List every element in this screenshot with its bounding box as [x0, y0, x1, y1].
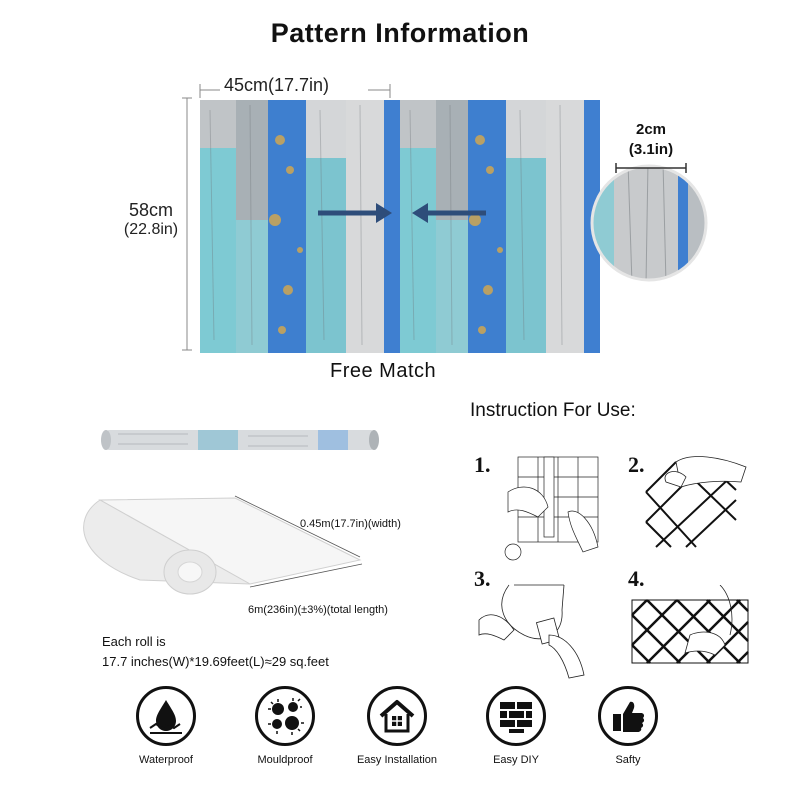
feature-mouldproof: Mouldproof [225, 686, 345, 766]
roll-length-label: 6m(236in)(±3%)(total length) [248, 604, 388, 616]
feature-label-mouldproof: Mouldproof [257, 754, 313, 766]
roll-size-line1: Each roll is [102, 634, 166, 649]
wood-pattern-panel-left [200, 100, 400, 353]
feature-easy-installation: Easy Installation [337, 686, 457, 766]
height-label-cm: 58cm [128, 200, 173, 220]
step-4-number: 4. [628, 566, 645, 591]
roll-size-text: Each roll is 17.7 inches(W)*19.69feet(L)… [102, 632, 329, 672]
detail-label: 2cm (3.1in) [614, 120, 688, 160]
arrow-left-icon [412, 203, 428, 223]
step-4-illustration [631, 585, 749, 664]
width-dimension-line [199, 84, 391, 98]
free-match-label: Free Match [330, 360, 437, 382]
step-3-illustration [478, 584, 585, 679]
detail-label-in: (3.1in) [628, 141, 674, 158]
unrolled-sheet-image [83, 495, 363, 595]
feature-label-safety: Safty [615, 754, 641, 766]
feature-waterproof: Waterproof [106, 686, 226, 766]
brick-wall-icon [486, 686, 546, 746]
page-title: Pattern Information [270, 18, 530, 48]
feature-label-easy-installation: Easy Installation [356, 754, 438, 766]
detail-label-cm: 2cm [635, 121, 667, 138]
rolled-wallpaper-image [101, 430, 379, 450]
water-drop-icon [136, 686, 196, 746]
height-label: 58cm (22.8in) [118, 200, 184, 240]
feature-label-waterproof: Waterproof [138, 754, 193, 766]
roll-size-line2: 17.7 inches(W)*19.69feet(L)≈29 sq.feet [102, 654, 329, 669]
thumbs-up-icon [598, 686, 658, 746]
feature-easy-diy: Easy DIY [456, 686, 576, 766]
house-icon [367, 686, 427, 746]
roll-width-label: 0.45m(17.7in)(width) [300, 518, 401, 530]
mould-spores-icon [255, 686, 315, 746]
width-label: 45cm(17.7in) [224, 75, 330, 95]
height-label-in: (22.8in) [123, 221, 179, 238]
step-3-number: 3. [474, 566, 491, 591]
height-dimension-line [182, 97, 192, 351]
step-2-illustration [645, 456, 747, 548]
feature-safety: Safty [568, 686, 688, 766]
step-1-number: 1. [474, 452, 491, 477]
instructions-heading: Instruction For Use: [470, 400, 636, 421]
detail-zoom-circle [590, 164, 708, 282]
feature-label-easy-diy: Easy DIY [493, 754, 539, 766]
step-1-illustration [504, 456, 599, 561]
step-2-number: 2. [628, 452, 645, 477]
match-arrows [318, 203, 486, 223]
detail-dimension-line [615, 163, 687, 173]
arrow-right-icon [376, 203, 392, 223]
